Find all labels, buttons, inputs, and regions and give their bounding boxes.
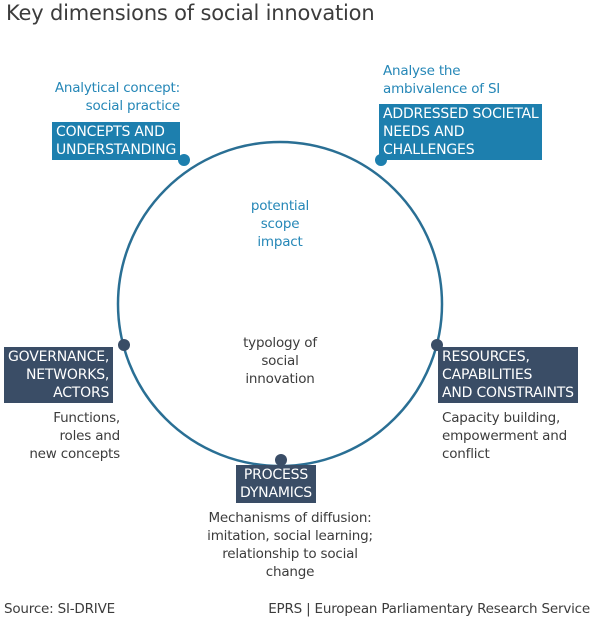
governance-label-line: NETWORKS, [25, 367, 110, 383]
concepts-label-line: CONCEPTS AND [56, 124, 165, 140]
footer-source: Source: SI-DRIVE [4, 601, 115, 617]
process-note: Mechanisms of diffusion: imitation, soci… [180, 509, 400, 581]
governance-note-line: roles and [59, 428, 121, 444]
resources-note-line: conflict [442, 446, 490, 462]
needs-label-line: NEEDS AND [383, 124, 465, 140]
needs-note-line: Analyse the [383, 63, 461, 79]
process-label: PROCESS DYNAMICS [236, 465, 316, 503]
page-title: Key dimensions of social innovation [6, 1, 375, 25]
needs-note-line: ambivalence of SI [383, 81, 501, 97]
inner-top-line: scope [260, 216, 300, 232]
governance-note: Functions, roles and new concepts [10, 409, 120, 463]
resources-note-line: empowerment and [442, 428, 567, 444]
process-note-line: relationship to social [222, 546, 358, 562]
process-label-line: PROCESS [243, 467, 309, 483]
needs-label: ADDRESSED SOCIETAL NEEDS AND CHALLENGES [379, 104, 543, 160]
resources-label-line: CAPABILITIES [442, 367, 533, 383]
resources-note: Capacity building, empowerment and confl… [442, 409, 567, 463]
inner-bottom-text: typology of social innovation [220, 334, 340, 388]
needs-label-line: CHALLENGES [383, 142, 475, 158]
needs-note: Analyse the ambivalence of SI [383, 62, 500, 98]
concepts-note-line: social practice [85, 98, 181, 114]
inner-top-text: potential scope impact [230, 197, 330, 251]
process-label-line: DYNAMICS [240, 485, 312, 501]
process-note-line: change [265, 564, 315, 580]
governance-label: GOVERNANCE, NETWORKS, ACTORS [4, 347, 114, 403]
node-concepts [178, 154, 190, 166]
needs-label-line: ADDRESSED SOCIETAL [383, 106, 539, 122]
inner-bottom-line: typology of [243, 335, 317, 351]
cycle-ring [116, 140, 444, 468]
inner-top-line: impact [257, 234, 303, 250]
concepts-note-line: Analytical concept: [54, 80, 180, 96]
process-note-line: imitation, social learning; [207, 528, 373, 544]
concepts-label-line: UNDERSTANDING [56, 142, 177, 158]
inner-bottom-line: innovation [245, 371, 315, 387]
governance-note-line: Functions, [53, 410, 120, 426]
inner-top-line: potential [250, 198, 310, 214]
process-note-line: Mechanisms of diffusion: [208, 510, 372, 526]
footer-credit: EPRS | European Parliamentary Research S… [268, 601, 590, 617]
governance-label-line: GOVERNANCE, [8, 349, 110, 365]
node-governance [118, 339, 130, 351]
concepts-label: CONCEPTS AND UNDERSTANDING [52, 122, 181, 160]
governance-note-line: new concepts [29, 446, 120, 462]
node-process [275, 454, 287, 466]
inner-bottom-line: social [261, 353, 299, 369]
governance-label-line: ACTORS [53, 385, 110, 401]
resources-note-line: Capacity building, [442, 410, 561, 426]
concepts-note: Analytical concept: social practice [30, 79, 180, 115]
resources-label-line: AND CONSTRAINTS [442, 385, 574, 401]
resources-label-line: RESOURCES, [442, 349, 530, 365]
resources-label: RESOURCES, CAPABILITIES AND CONSTRAINTS [438, 347, 578, 403]
